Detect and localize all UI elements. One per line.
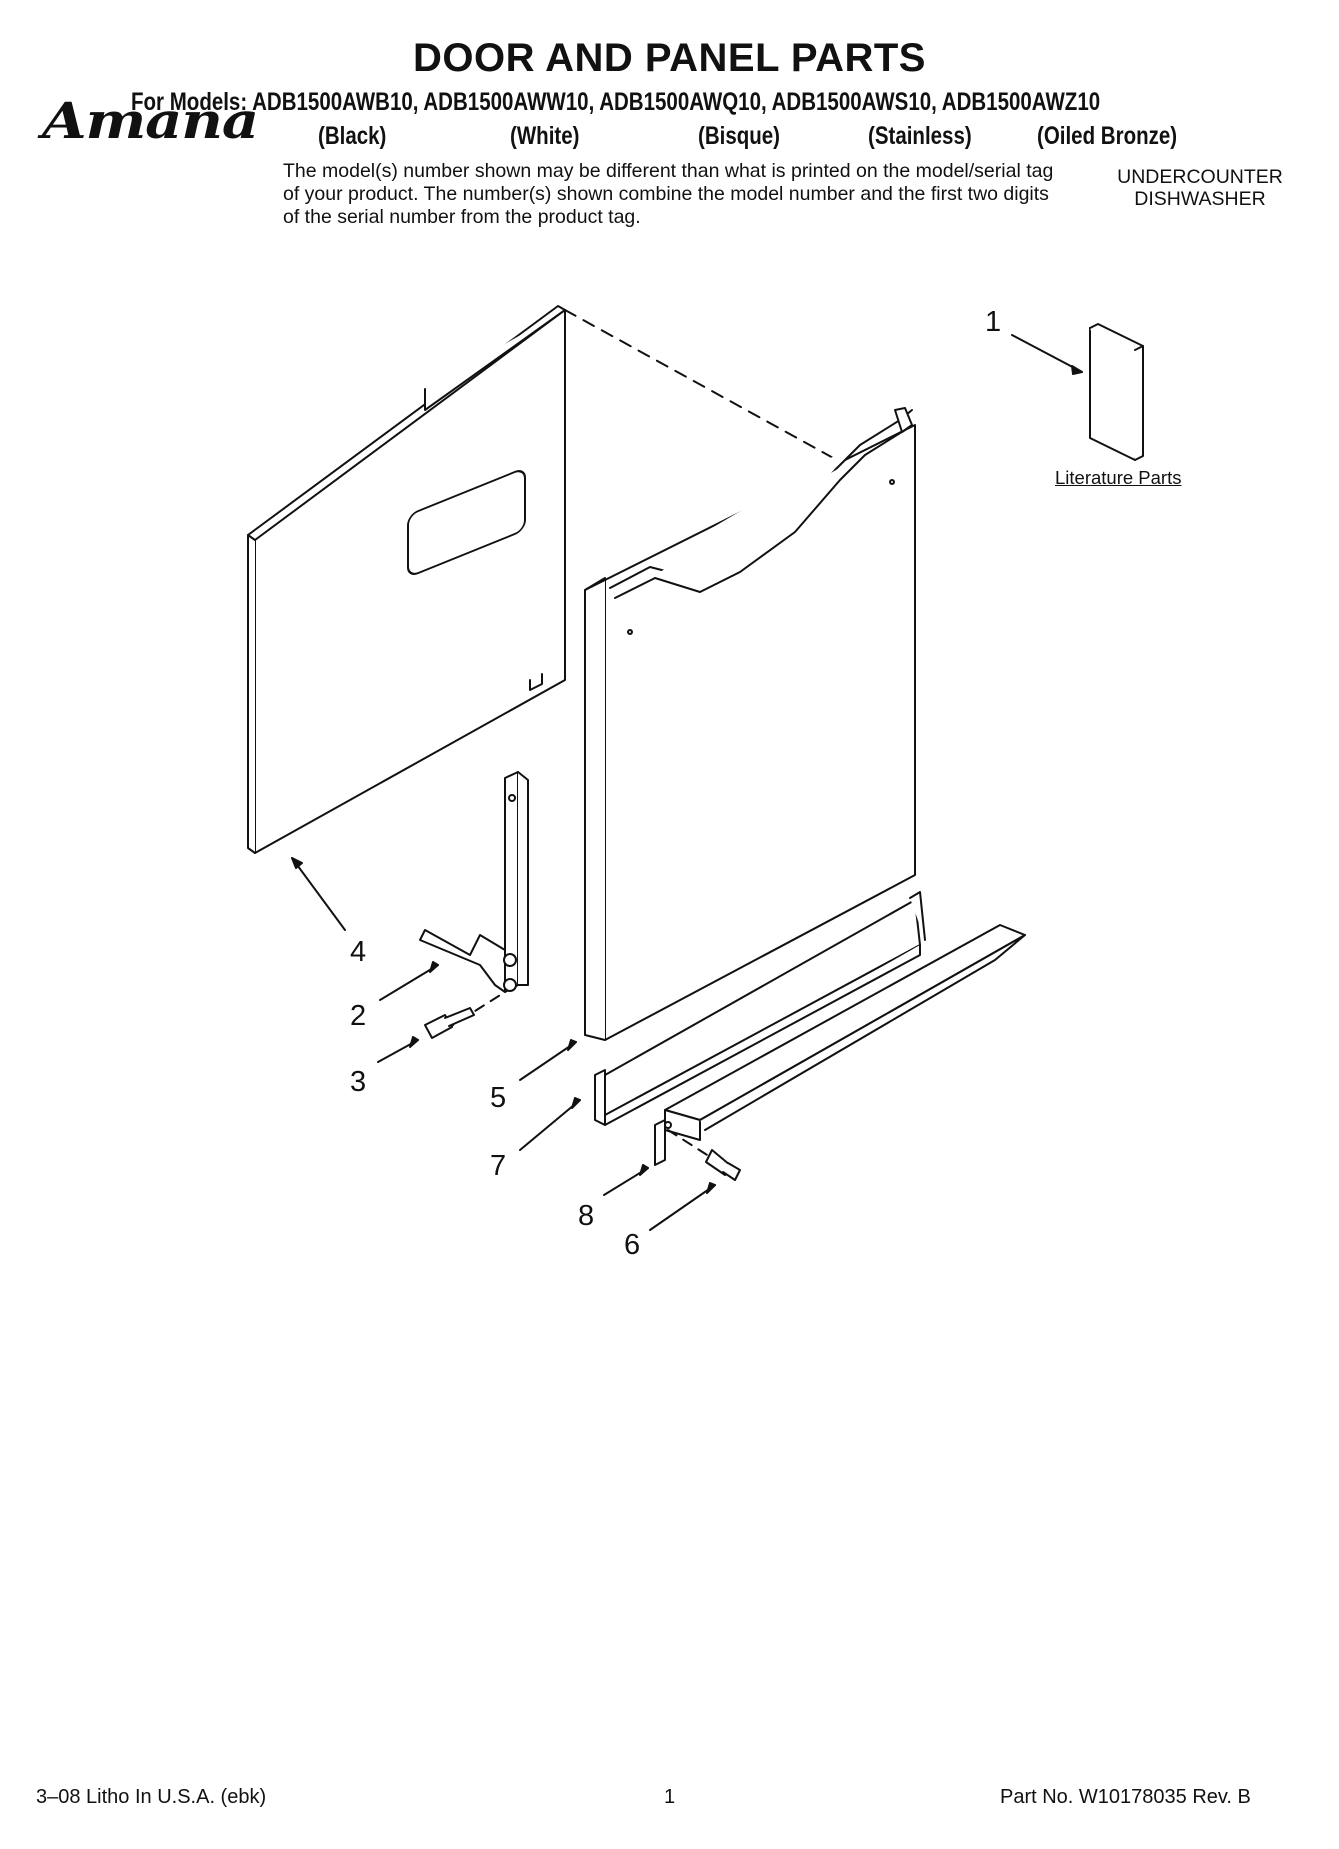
part-number: Part No. W10178035 Rev. B: [1000, 1786, 1251, 1808]
page-number: 1: [664, 1786, 676, 1808]
models-line: For Models: ADB1500AWB10, ADB1500AWW10, …: [131, 88, 1101, 116]
callout-8: 8: [578, 1200, 595, 1232]
leader-4: [291, 857, 346, 931]
literature-parts-label: Literature Parts: [1055, 467, 1182, 488]
part-8-toe-panel: [654, 924, 1026, 1166]
callout-1: 1: [985, 306, 1002, 338]
part-4-inner-panel: [247, 305, 566, 854]
part-2-hinge-bracket: [419, 771, 529, 993]
color-white: (White): [510, 122, 580, 150]
leader-6: [649, 1184, 716, 1231]
product-type: UNDERCOUNTER DISHWASHER: [1100, 166, 1300, 210]
part-3-screw: [424, 1007, 475, 1039]
alignment-line-screw-toe: [667, 1129, 716, 1161]
color-stainless: (Stainless): [868, 122, 972, 150]
footer-print-info: 3–08 Litho In U.S.A. (ebk): [36, 1786, 267, 1808]
callout-5: 5: [490, 1082, 507, 1114]
callout-7: 7: [490, 1150, 507, 1182]
color-bisque: (Bisque): [698, 122, 780, 150]
leader-1: [1011, 334, 1083, 373]
part-7-lower-trim: [594, 891, 926, 1126]
callout-2: 2: [350, 1000, 367, 1032]
alignment-line-screw-bracket: [444, 991, 506, 1031]
product-type-line2: DISHWASHER: [1134, 188, 1266, 210]
model-number-note: The model(s) number shown may be differe…: [283, 160, 1054, 228]
page-title: DOOR AND PANEL PARTS: [413, 36, 926, 80]
part-5-outer-door: [584, 407, 916, 1041]
callout-3: 3: [350, 1066, 367, 1098]
callout-4: 4: [350, 936, 367, 968]
color-black: (Black): [318, 122, 387, 150]
leader-2: [379, 964, 439, 1001]
color-oiled-bronze: (Oiled Bronze): [1037, 122, 1178, 150]
alignment-line-panel-door: [564, 309, 856, 471]
part-1-literature: [1089, 323, 1144, 461]
leader-5: [519, 1041, 577, 1081]
brand-logo: Amana: [42, 91, 259, 150]
product-type-line1: UNDERCOUNTER: [1117, 166, 1283, 188]
callout-6: 6: [624, 1229, 641, 1261]
part-6-screw: [705, 1149, 741, 1181]
leader-7: [519, 1099, 581, 1151]
